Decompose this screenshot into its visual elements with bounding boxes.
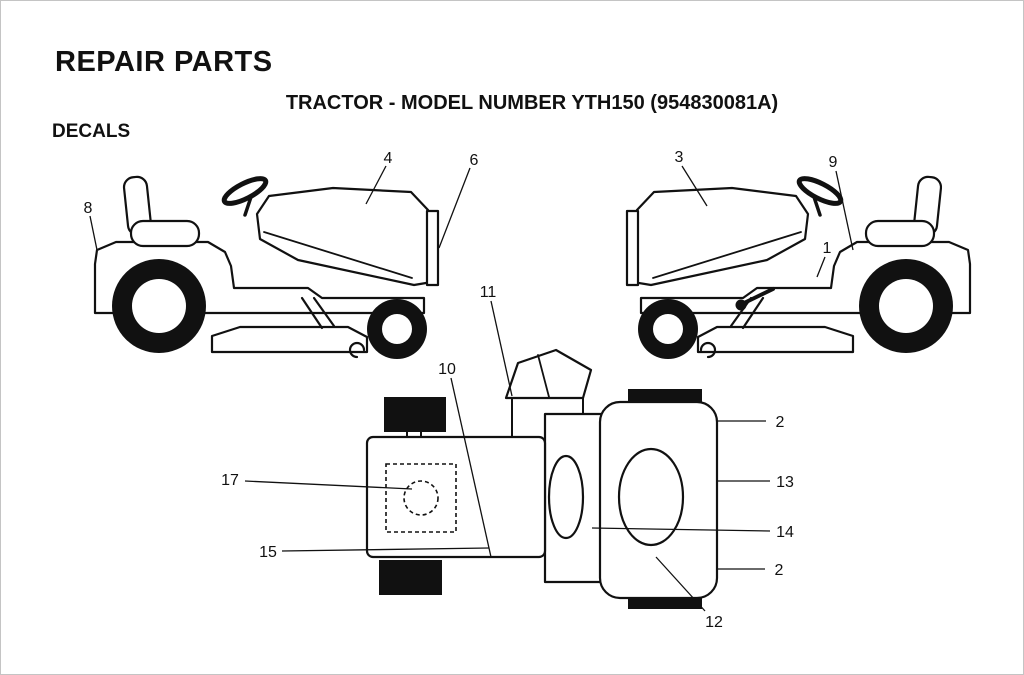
rear-wheel-top xyxy=(628,389,702,404)
callout-17-label: 17 xyxy=(221,472,239,489)
left-tractor-drawing xyxy=(95,174,438,359)
callout-labels: 8 4 6 3 9 1 11 10 17 15 2 13 14 2 12 xyxy=(84,149,838,631)
callout-12-leader xyxy=(655,556,706,612)
dash-oval xyxy=(547,454,585,540)
decal-circle-dashed xyxy=(403,480,439,516)
callout-1-label: 1 xyxy=(823,240,832,257)
chassis-box xyxy=(365,435,547,559)
callout-9-leader xyxy=(835,170,854,251)
top-view-drawing xyxy=(365,348,719,609)
chute-fold xyxy=(537,354,550,398)
page-title: REPAIR PARTS xyxy=(55,46,273,78)
callout-4-label: 4 xyxy=(384,150,393,167)
callout-leaders xyxy=(89,165,854,612)
callout-3-label: 3 xyxy=(675,149,684,166)
callout-13-label: 13 xyxy=(776,474,794,491)
callout-10-label: 10 xyxy=(438,361,456,378)
callout-17-leader xyxy=(244,480,413,490)
callout-11-leader xyxy=(490,300,513,397)
callout-2-top-label: 2 xyxy=(776,414,785,431)
callout-2-bottom-label: 2 xyxy=(775,562,784,579)
section-label-decals: DECALS xyxy=(52,121,131,142)
callout-6-leader xyxy=(438,167,471,249)
callout-15-leader xyxy=(281,547,490,552)
callout-1-leader xyxy=(816,256,826,278)
shift-lever xyxy=(735,287,775,311)
callout-4-leader xyxy=(365,165,387,205)
callout-10-leader xyxy=(450,377,492,558)
hood-opening-oval xyxy=(617,447,685,547)
callout-6-label: 6 xyxy=(470,152,479,169)
callout-15-label: 15 xyxy=(259,544,277,561)
callout-11-label: 11 xyxy=(480,284,497,301)
callout-8-label: 8 xyxy=(84,200,93,217)
decal-outline-dashed xyxy=(385,463,457,533)
callout-3-leader xyxy=(681,165,708,207)
callout-8-leader xyxy=(89,215,98,251)
right-tractor-drawing xyxy=(627,174,970,359)
callout-14-label: 14 xyxy=(776,524,794,541)
front-wheel-top xyxy=(384,397,446,432)
model-subtitle: TRACTOR - MODEL NUMBER YTH150 (954830081… xyxy=(285,92,779,114)
callout-9-label: 9 xyxy=(829,154,838,171)
front-wheel-bottom xyxy=(379,560,442,595)
callout-12-label: 12 xyxy=(705,614,723,631)
discharge-chute xyxy=(504,348,593,400)
callout-14-leader xyxy=(591,527,771,532)
